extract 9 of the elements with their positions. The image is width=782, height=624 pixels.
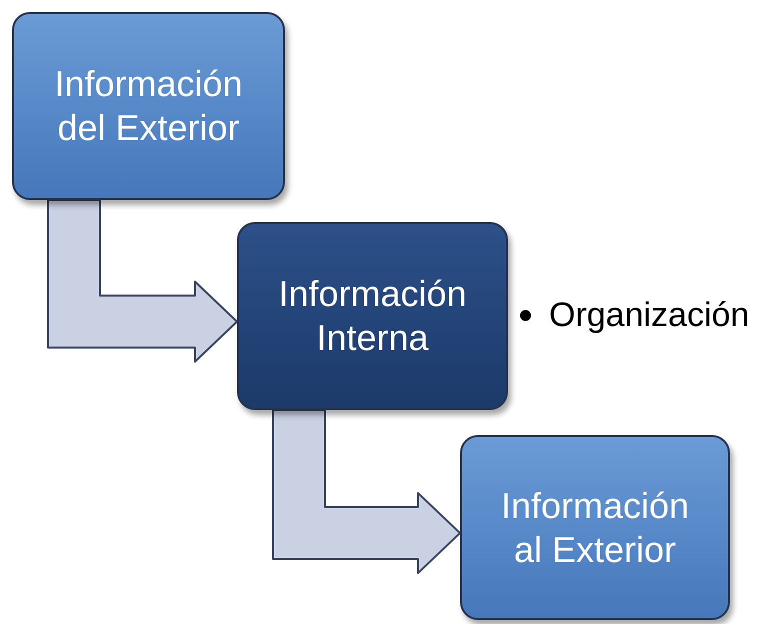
bent-arrow [272, 409, 461, 574]
process-box [237, 222, 508, 410]
box-text: Información Interna [277, 272, 468, 360]
process-box [460, 435, 730, 620]
bullet-text: Organización [549, 296, 750, 335]
box-text: Información del Exterior [53, 62, 244, 150]
process-box [12, 12, 285, 200]
box-text: Información al Exterior [500, 484, 690, 572]
bent-arrow [47, 199, 238, 363]
